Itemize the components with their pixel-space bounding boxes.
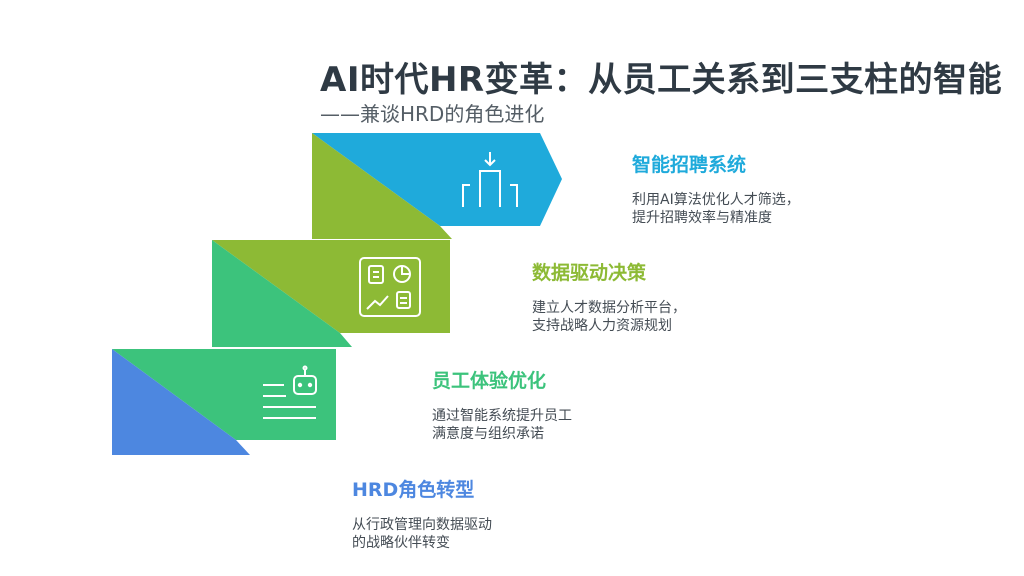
step-3-desc-line-2: 满意度与组织承诺 xyxy=(432,426,544,442)
step-2-text: 数据驱动决策 建立人才数据分析平台， 支持战略人力资源规划 xyxy=(532,258,686,335)
step-1-description: 利用AI算法优化人才筛选， 提升招聘效率与精准度 xyxy=(632,191,800,227)
step-2-desc-line-1: 建立人才数据分析平台， xyxy=(532,300,686,316)
page-subtitle: ——兼谈HRD的角色进化 xyxy=(320,102,545,126)
step-3-heading: 员工体验优化 xyxy=(432,370,547,392)
step-3-desc-line-1: 通过智能系统提升员工 xyxy=(432,408,572,424)
step-4-text: HRD角色转型 从行政管理向数据驱动 的战略伙伴转变 xyxy=(352,475,492,552)
step-4-desc-line-2: 的战略伙伴转变 xyxy=(352,535,450,551)
step-2-heading: 数据驱动决策 xyxy=(532,262,647,284)
step-2-panel xyxy=(212,240,450,333)
step-2-block xyxy=(212,240,450,347)
step-3-description: 通过智能系统提升员工 满意度与组织承诺 xyxy=(432,407,572,443)
step-4-heading: HRD角色转型 xyxy=(352,479,475,501)
step-1-block xyxy=(312,133,562,239)
step-2-description: 建立人才数据分析平台， 支持战略人力资源规划 xyxy=(532,299,686,335)
step-1-desc-line-2: 提升招聘效率与精准度 xyxy=(632,210,772,226)
step-3-triangle xyxy=(112,349,250,455)
step-4-description: 从行政管理向数据驱动 的战略伙伴转变 xyxy=(352,516,492,552)
step-2-desc-line-2: 支持战略人力资源规划 xyxy=(532,318,672,334)
step-1-triangle xyxy=(312,133,452,239)
chatbot-icon xyxy=(263,365,317,419)
page-title: AI时代HR变革：从员工关系到三支柱的智能 xyxy=(320,60,1003,100)
step-3-block xyxy=(112,349,336,455)
step-2-triangle xyxy=(212,240,352,347)
dashboard-icon xyxy=(359,257,421,317)
step-3-text: 员工体验优化 通过智能系统提升员工 满意度与组织承诺 xyxy=(432,366,572,443)
step-1-heading: 智能招聘系统 xyxy=(632,154,747,176)
step-1-text: 智能招聘系统 利用AI算法优化人才筛选， 提升招聘效率与精准度 xyxy=(632,150,800,227)
step-4-desc-line-1: 从行政管理向数据驱动 xyxy=(352,517,492,533)
download-columns-icon xyxy=(462,152,518,207)
step-1-desc-line-1: 利用AI算法优化人才筛选， xyxy=(632,192,800,208)
